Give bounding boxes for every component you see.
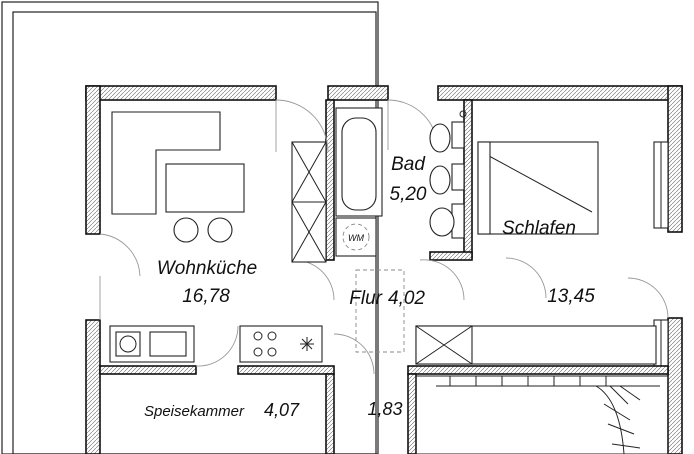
bathtub bbox=[335, 107, 383, 217]
room-area-bad: 5,20 bbox=[390, 184, 427, 205]
interior-walls bbox=[99, 99, 669, 454]
bed bbox=[477, 141, 599, 235]
staircase bbox=[415, 375, 669, 454]
wardrobe bbox=[415, 325, 657, 365]
room-area-wohnkueche: 16,78 bbox=[182, 286, 230, 307]
washing-machine: WM bbox=[335, 217, 377, 257]
room-name-flur: Flur bbox=[349, 288, 382, 309]
room-area-vorraum: 1,83 bbox=[367, 399, 402, 419]
washing-machine-label: WM bbox=[348, 233, 364, 243]
stove bbox=[239, 325, 323, 363]
room-name-schlafen: Schlafen bbox=[502, 218, 576, 239]
room-area-schlafen: 13,45 bbox=[547, 286, 595, 307]
room-name-speisekammer: Speisekammer bbox=[144, 403, 245, 420]
flur-dashed-area bbox=[355, 269, 405, 353]
stair-steps bbox=[449, 376, 641, 454]
room-name-bad: Bad bbox=[391, 154, 426, 175]
kitchen-counter bbox=[111, 111, 245, 243]
windows bbox=[653, 141, 669, 375]
room-area-speisekammer: 4,07 bbox=[264, 400, 300, 420]
room-name-wohnkueche: Wohnküche bbox=[157, 258, 257, 279]
room-area-flur: 4,02 bbox=[388, 288, 425, 309]
hall-closet bbox=[291, 141, 327, 263]
bathroom-fixtures bbox=[429, 110, 467, 239]
exterior-walls bbox=[85, 85, 683, 454]
kitchen-sink bbox=[109, 325, 195, 363]
